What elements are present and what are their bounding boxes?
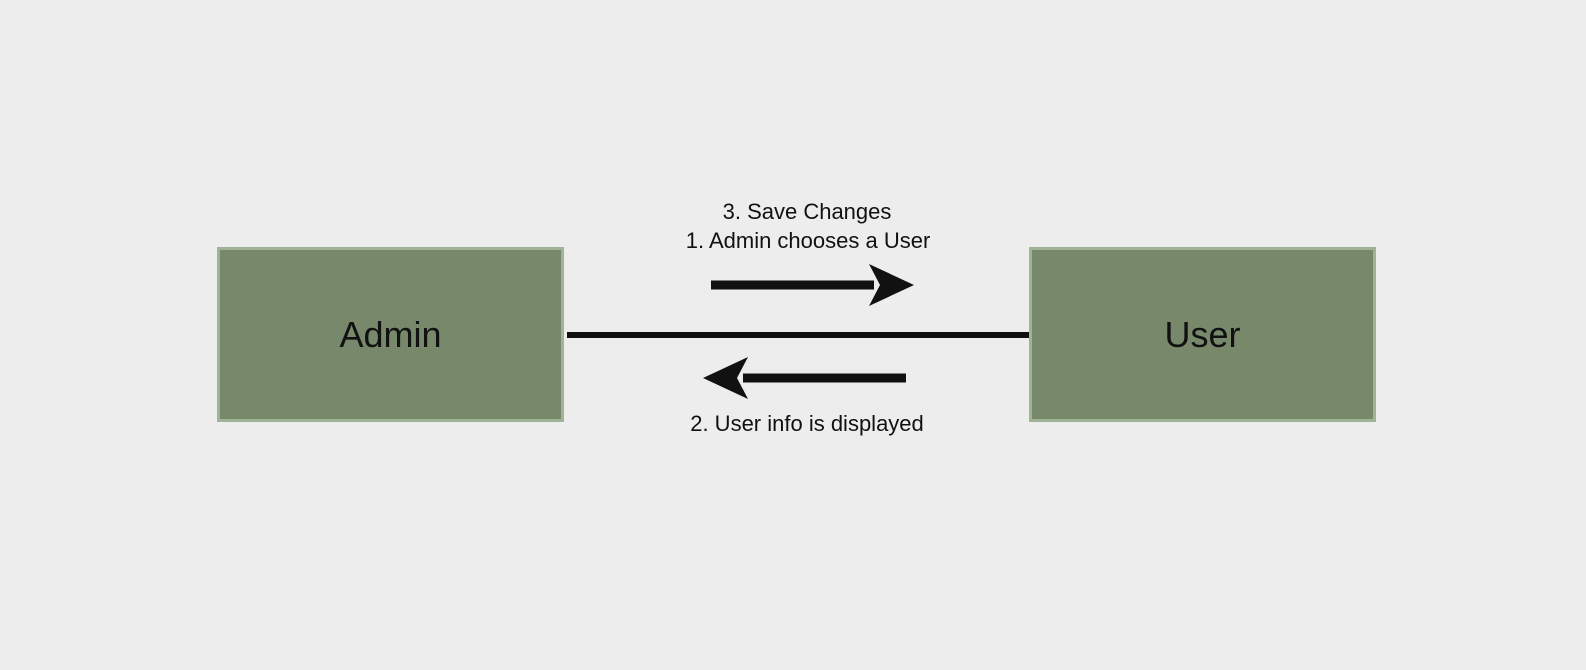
arrow-left-icon <box>703 357 906 399</box>
edge-label-admin-chooses-user: 1. Admin chooses a User <box>685 228 931 253</box>
edge-label-save-changes: 3. Save Changes <box>722 199 892 224</box>
node-admin: Admin <box>217 247 564 422</box>
node-user-label: User <box>1164 313 1241 355</box>
node-admin-label: Admin <box>339 313 442 355</box>
edge-label-user-info-displayed: 2. User info is displayed <box>690 411 924 436</box>
arrow-right-icon <box>711 264 914 306</box>
node-user: User <box>1029 247 1376 422</box>
